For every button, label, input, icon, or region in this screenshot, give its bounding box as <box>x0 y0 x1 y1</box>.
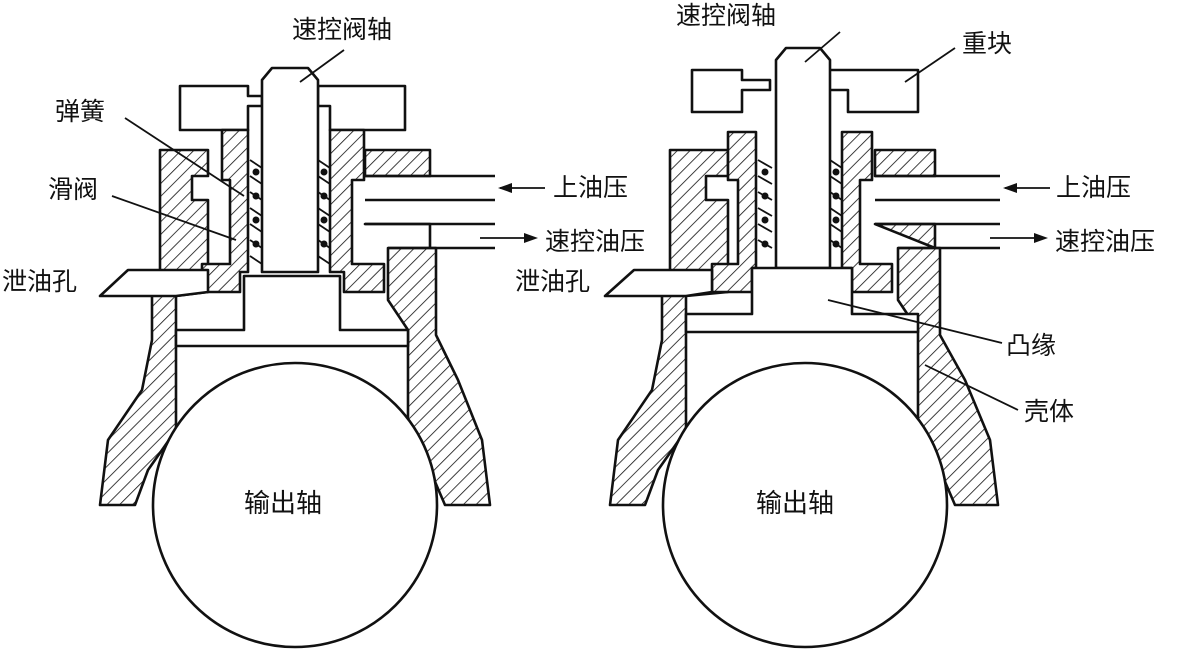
right-valve-shaft-label: 速控阀轴 <box>676 1 776 30</box>
left-upper-oil-arrow <box>498 183 545 193</box>
right-upper-oil-arrow <box>1003 183 1050 193</box>
left-slide-valve-leader <box>111 195 237 241</box>
left-spring-leader <box>124 117 245 197</box>
left-drain-pipe <box>98 268 210 298</box>
right-output-shaft <box>661 361 949 649</box>
right-weight-leader <box>904 47 956 83</box>
right-weight-block <box>690 68 772 114</box>
left-output-shaft <box>151 361 439 649</box>
right-speed-oil-pressure-label: 速控油压 <box>1055 227 1155 256</box>
left-upper-oil-port <box>365 174 495 202</box>
right-assembly: 速控阀轴 重块 上油压 速控油压 泄油孔 凸缘 壳体 输出轴 <box>515 1 1155 649</box>
left-slide-valve-label: 滑阀 <box>48 175 98 204</box>
right-drain-hole-label: 泄油孔 <box>515 267 590 296</box>
left-housing-right-wall <box>363 148 432 178</box>
left-assembly: 速控阀轴 弹簧 滑阀 上油压 速控油压 泄油孔 输出轴 <box>2 15 645 649</box>
left-valve-shaft <box>260 66 320 274</box>
left-upper-oil-pressure-label: 上油压 <box>553 173 628 202</box>
right-piston-body <box>684 266 920 334</box>
right-valve-shaft <box>774 46 832 270</box>
left-spring-label: 弹簧 <box>55 97 105 126</box>
right-upper-oil-pressure-label: 上油压 <box>1056 173 1131 202</box>
right-housing-right-wall <box>873 148 937 178</box>
right-flange-label: 凸缘 <box>1006 331 1056 360</box>
left-output-shaft-label: 输出轴 <box>244 489 322 519</box>
right-flange-leader <box>827 299 1003 344</box>
left-piston-body <box>174 274 410 348</box>
left-valve-shaft-label: 速控阀轴 <box>292 15 392 44</box>
right-upper-oil-port <box>875 174 1000 202</box>
left-drain-hole-label: 泄油孔 <box>2 267 77 296</box>
left-spring <box>249 159 331 265</box>
right-speed-oil-port <box>875 222 1000 250</box>
right-housing-leader <box>924 364 1019 411</box>
left-speed-oil-arrow <box>480 233 538 243</box>
right-speed-oil-arrow <box>990 233 1048 243</box>
right-weight-block-right <box>826 68 920 114</box>
left-valve-shaft-leader <box>299 49 345 83</box>
left-slide-valve-right <box>328 128 386 294</box>
left-speed-oil-pressure-label: 速控油压 <box>545 227 645 256</box>
right-spring <box>757 159 843 249</box>
right-valve-shaft-leader <box>804 31 841 63</box>
right-output-shaft-label: 输出轴 <box>756 489 834 519</box>
right-drain-pipe <box>603 268 714 298</box>
left-speed-oil-port <box>365 222 495 250</box>
right-housing-label: 壳体 <box>1024 397 1074 426</box>
left-weight-block <box>178 84 264 132</box>
right-weight-label: 重块 <box>962 29 1012 58</box>
left-weight-block-right <box>316 84 407 132</box>
